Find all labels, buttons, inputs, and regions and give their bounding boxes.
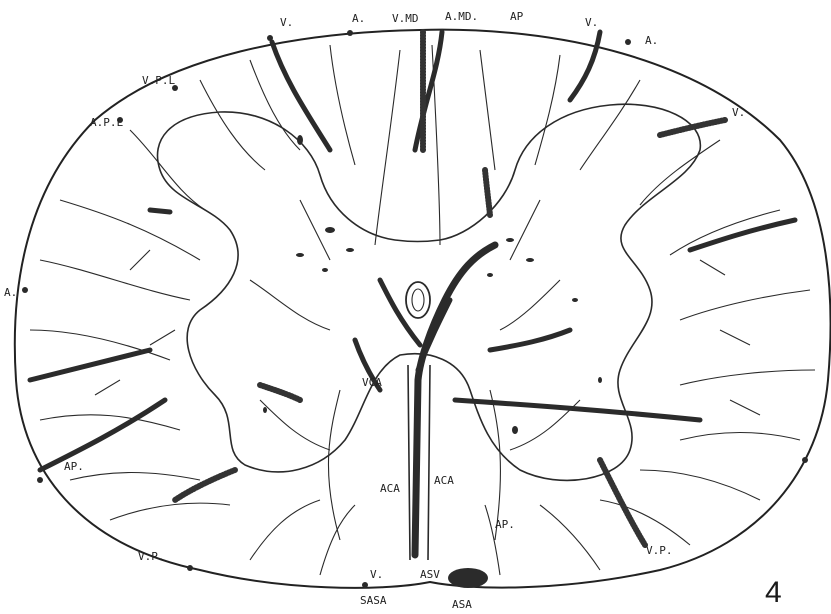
label-vpl: V.P.L (142, 74, 175, 87)
central-canal (406, 282, 430, 318)
label-v-top-right: V. (585, 16, 598, 29)
label-a-left: A. (4, 286, 17, 299)
label-asv: ASV (420, 568, 440, 581)
anterior-spinal-artery-blob (448, 568, 488, 588)
label-amd: A.MD. (445, 10, 478, 23)
label-sasa: SASA (360, 594, 387, 607)
label-vmd: V.MD (392, 12, 419, 25)
label-a-top-right: A. (645, 34, 658, 47)
label-a-top-left: A. (352, 12, 365, 25)
label-vp-left: V.P. (138, 550, 165, 563)
label-aca-left: ACA (380, 482, 400, 495)
label-vca: VCA (362, 376, 382, 389)
posterior-horn-divider (375, 50, 400, 245)
label-ap-left: AP. (64, 460, 84, 473)
arteries (30, 32, 795, 555)
label-v-top-left: V. (280, 16, 293, 29)
label-ap-top: AP (510, 10, 524, 23)
perforating-vessels (263, 135, 602, 434)
label-aca-right: ACA (434, 474, 454, 487)
label-ap-center: AP. (495, 518, 515, 531)
figure-number: 4 (765, 576, 782, 609)
label-v-right: V. (732, 106, 745, 119)
central-canal-inner (412, 289, 424, 311)
label-vp-right: V.P. (646, 544, 673, 557)
label-apl: A.P.L (90, 116, 123, 129)
label-asa: ASA (452, 598, 472, 611)
label-v-bottom: V. (370, 568, 383, 581)
